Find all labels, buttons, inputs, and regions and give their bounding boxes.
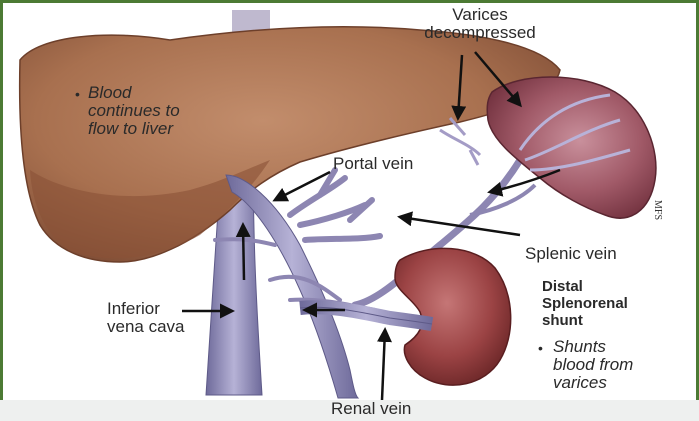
label-shunt-title: Distal Splenorenal shunt [542, 278, 652, 329]
label-shunt-note: Shunts blood from varices [553, 338, 643, 392]
spleen [487, 77, 656, 218]
label-renal-vein: Renal vein [331, 400, 411, 418]
label-portal-vein: Portal vein [333, 155, 413, 173]
label-blood-flow: Blood continues to flow to liver [88, 84, 180, 138]
label-splenic-vein: Splenic vein [525, 245, 617, 263]
bullet-marker: • [75, 86, 80, 102]
bullet-marker-2: • [538, 340, 543, 356]
label-varices: Varices decompressed [400, 6, 560, 42]
intrahepatic-branches [290, 170, 380, 240]
label-ivc: Inferior vena cava [107, 300, 187, 336]
signature: MFS [652, 200, 663, 220]
